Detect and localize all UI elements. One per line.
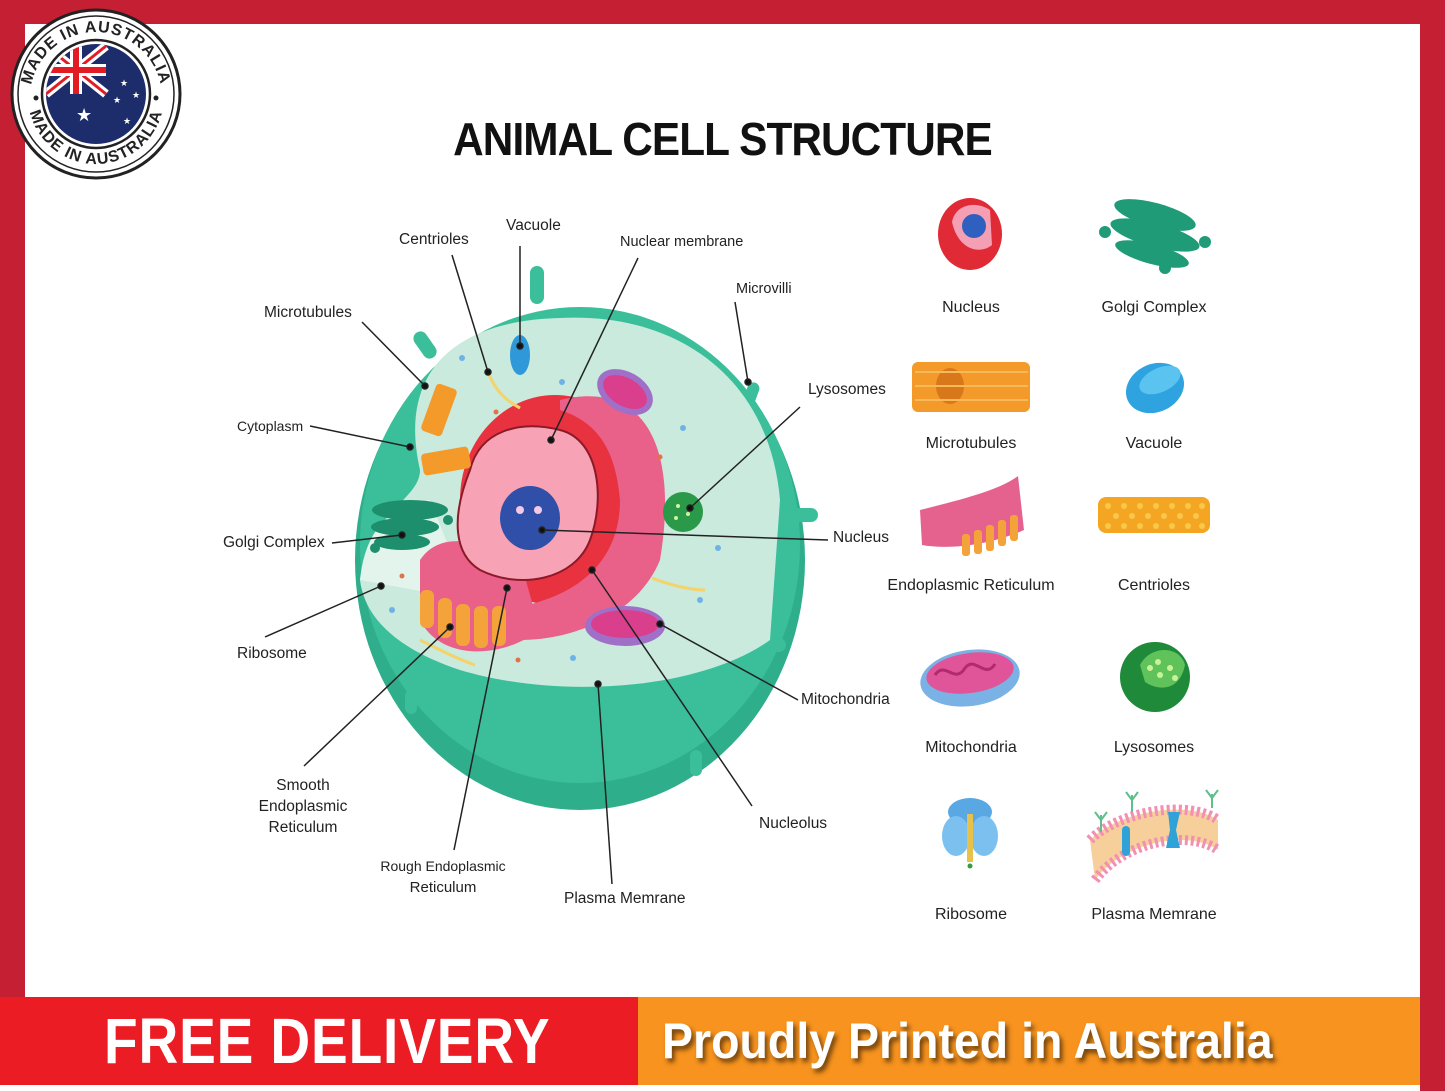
gallery-label-endoplasmic-reticulum: Endoplasmic Reticulum bbox=[887, 577, 1055, 594]
printed-in-australia-text: Proudly Printed in Australia bbox=[662, 1013, 1273, 1069]
svg-text:★: ★ bbox=[132, 91, 140, 101]
svg-text:★: ★ bbox=[76, 105, 92, 126]
printed-in-australia-banner: Proudly Printed in Australia bbox=[638, 997, 1420, 1085]
label-nucleolus: Nucleolus bbox=[759, 815, 828, 832]
label-nuclear-membrane: Nuclear membrane bbox=[620, 234, 744, 250]
label-plasma-membrane: Plasma Memrane bbox=[564, 890, 686, 907]
lysosomes-icon bbox=[1120, 642, 1190, 712]
frame-bottom-strip bbox=[0, 1085, 1420, 1091]
golgi-complex-icon bbox=[1099, 199, 1211, 274]
free-delivery-banner: FREE DELIVERY bbox=[0, 997, 638, 1085]
label-centrioles: Centrioles bbox=[399, 231, 469, 248]
free-delivery-text: FREE DELIVERY bbox=[104, 1005, 551, 1077]
gallery-label-plasma-membrane: Plasma Memrane bbox=[1091, 906, 1217, 923]
label-rough-er: Rough Endoplasmic Reticulum bbox=[380, 858, 506, 896]
svg-text:★: ★ bbox=[120, 79, 128, 89]
animal-cell-diagram bbox=[355, 266, 818, 810]
vacuole-icon bbox=[1125, 362, 1185, 414]
label-microvilli: Microvilli bbox=[736, 281, 792, 297]
label-microtubules: Microtubules bbox=[264, 304, 352, 321]
endoplasmic-reticulum-icon bbox=[920, 476, 1024, 556]
gallery-label-microtubules: Microtubules bbox=[925, 435, 1017, 452]
microvilli-icon bbox=[405, 266, 818, 776]
mitochondria-icon bbox=[920, 649, 1020, 707]
gallery-label-golgi-complex: Golgi Complex bbox=[1101, 299, 1207, 316]
label-smooth-er: Smooth Endoplasmic Reticulum bbox=[258, 777, 348, 836]
label-ribosome: Ribosome bbox=[237, 645, 307, 662]
poster-title: ANIMAL CELL STRUCTURE bbox=[453, 113, 993, 165]
gallery-label-lysosomes: Lysosomes bbox=[1113, 739, 1195, 756]
golgi-complex-icon bbox=[370, 500, 453, 553]
organelle-gallery-icons bbox=[912, 198, 1221, 884]
microtubules-icon bbox=[912, 362, 1030, 412]
centrioles-icon bbox=[1098, 497, 1210, 533]
gallery-label-centrioles: Centrioles bbox=[1117, 577, 1191, 594]
label-golgi-complex: Golgi Complex bbox=[223, 534, 325, 551]
gallery-label-nucleus: Nucleus bbox=[942, 299, 1000, 316]
frame-right-strip bbox=[1420, 997, 1445, 1091]
nucleus-icon bbox=[938, 198, 1002, 270]
svg-text:★: ★ bbox=[113, 96, 121, 106]
label-nucleus: Nucleus bbox=[833, 529, 889, 546]
label-vacuole: Vacuole bbox=[506, 217, 561, 234]
gallery-label-mitochondria: Mitochondria bbox=[925, 739, 1017, 756]
svg-text:★: ★ bbox=[123, 117, 131, 127]
label-cytoplasm: Cytoplasm bbox=[237, 418, 304, 434]
gallery-label-ribosome: Ribosome bbox=[934, 906, 1008, 923]
ribosome-icon bbox=[942, 798, 998, 869]
label-mitochondria: Mitochondria bbox=[801, 691, 890, 708]
plasma-membrane-icon bbox=[1086, 789, 1221, 884]
made-in-australia-badge: ★ ★ ★ ★ ★ MADE IN AUSTRALIA MADE IN AUST… bbox=[10, 8, 182, 180]
gallery-label-vacuole: Vacuole bbox=[1125, 435, 1183, 452]
label-lysosomes: Lysosomes bbox=[808, 381, 886, 398]
